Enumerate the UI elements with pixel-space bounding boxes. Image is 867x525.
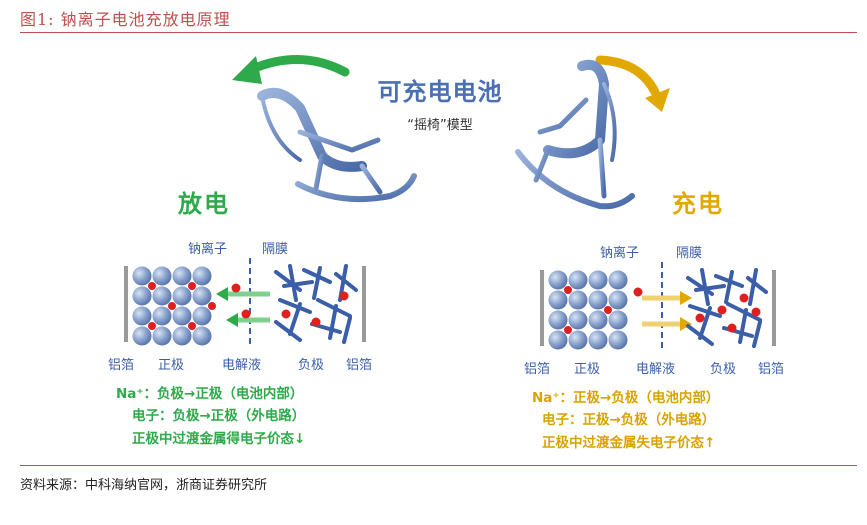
discharge-right-foil [362,266,366,342]
rocking-chair-right-icon [515,59,635,210]
discharge-info-line2: 电子：负极→正极（外电路） [132,408,306,424]
center-subtitle: “摇椅”模型 [407,118,473,133]
discharge-label-foil-right: 铝箔 [346,358,373,373]
charge-label-separator: 隔膜 [676,246,703,261]
charge-anode-ions [695,293,761,333]
discharge-cathode-ions [148,282,216,330]
discharge-cathode-spheres [132,266,212,346]
figure-source: 资料来源：中科海纳官网，浙商证券研究所 [20,478,268,493]
charge-info-line2: 电子：正极→负极（外电路） [542,412,716,428]
charge-anode-carbon [686,268,768,348]
charge-label-cathode: 正极 [574,362,601,377]
charge-label-anode: 负极 [710,362,737,377]
discharge-anode-ions [281,291,349,327]
discharge-ion-arrows [216,283,270,327]
charge-label-ion: 钠离子 [600,246,640,261]
discharge-mode-label: 放电 [178,190,230,218]
discharge-battery [124,258,366,346]
discharge-info-line1: Na⁺：负极→正极（电池内部） [116,386,304,402]
rocking-chair-left-icon [257,88,417,203]
discharge-left-foil [124,266,128,342]
charge-mode-label: 充电 [672,190,724,218]
diagram-art [124,55,776,350]
center-title: 可充电电池 [377,78,503,106]
charge-info-line1: Na⁺：正极→负极（电池内部） [532,390,720,406]
discharge-label-separator: 隔膜 [262,242,289,257]
discharge-anode-carbon [274,264,358,344]
charge-label-foil-right: 铝箔 [758,362,785,377]
charge-label-foil-left: 铝箔 [524,362,551,377]
figure-title: 图1: 钠离子电池充放电原理 [20,10,231,29]
charge-curved-arrow [595,55,670,112]
charge-battery [540,262,776,350]
bottom-rule [20,465,857,466]
charge-label-electrolyte: 电解液 [636,362,676,377]
discharge-curved-arrow [232,55,350,84]
charge-info-line3: 正极中过渡金属失电子价态↑ [542,435,716,451]
top-rule [20,32,857,33]
charge-cathode-ions [564,286,612,334]
discharge-info-line3: 正极中过渡金属得电子价态↓ [132,431,306,447]
discharge-label-cathode: 正极 [158,358,185,373]
charge-ion-arrows [633,287,692,331]
discharge-label-anode: 负极 [298,358,325,373]
discharge-label-foil-left: 铝箔 [108,358,135,373]
charge-cathode-spheres [548,270,628,350]
discharge-label-electrolyte: 电解液 [222,358,262,373]
charge-right-foil [772,270,776,346]
charge-left-foil [540,270,544,346]
discharge-label-ion: 钠离子 [188,242,228,257]
